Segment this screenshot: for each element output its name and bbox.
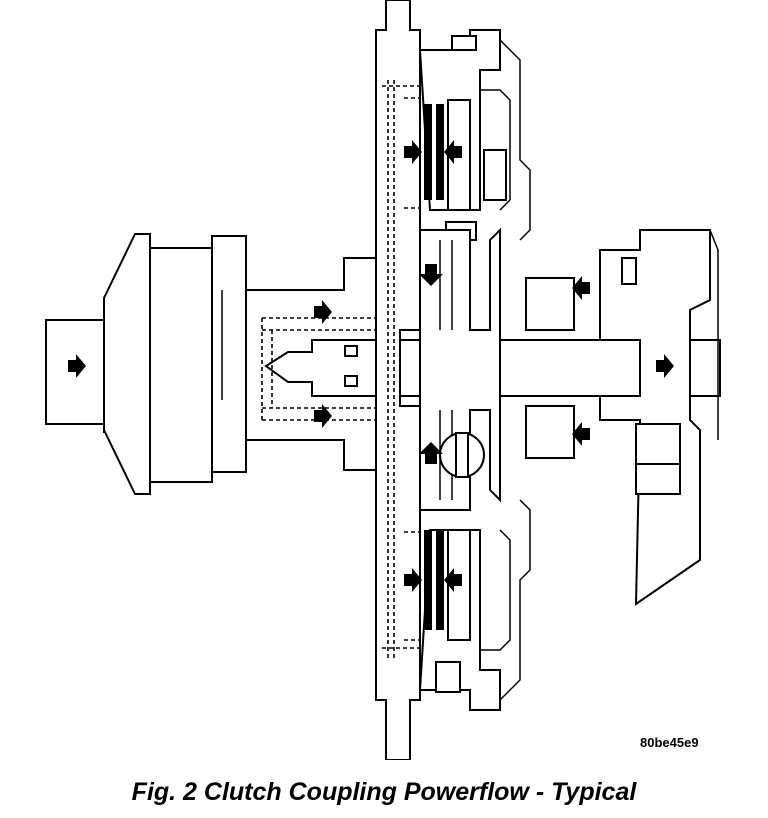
powerflow-arrow-icon: [444, 568, 462, 592]
powerflow-arrow-icon: [314, 404, 332, 428]
bearings: [525, 277, 575, 459]
powerflow-arrows: [68, 140, 674, 592]
powerflow-arrow-icon: [404, 140, 422, 164]
clutch-coupling-diagram: [45, 0, 721, 760]
transmission-housing: [599, 229, 719, 606]
powerflow-arrow-icon: [656, 354, 674, 378]
powerflow-arrow-icon: [419, 264, 443, 286]
powerflow-arrow-icon: [572, 422, 590, 446]
powerflow-arrow-icon: [314, 300, 332, 324]
clutch-hub: [419, 227, 501, 511]
image-code: 80be45e9: [640, 735, 699, 750]
upper-clutch-pack: [404, 29, 531, 241]
powerflow-arrow-icon: [419, 442, 443, 464]
lower-clutch-pack: [404, 499, 531, 711]
powerflow-arrow-icon: [404, 568, 422, 592]
figure-caption: Fig. 2 Clutch Coupling Powerflow - Typic…: [131, 778, 637, 806]
powerflow-arrow-icon: [444, 140, 462, 164]
flywheel: [375, 0, 421, 760]
powerflow-arrow-icon: [68, 354, 86, 378]
powerflow-arrow-icon: [572, 276, 590, 300]
